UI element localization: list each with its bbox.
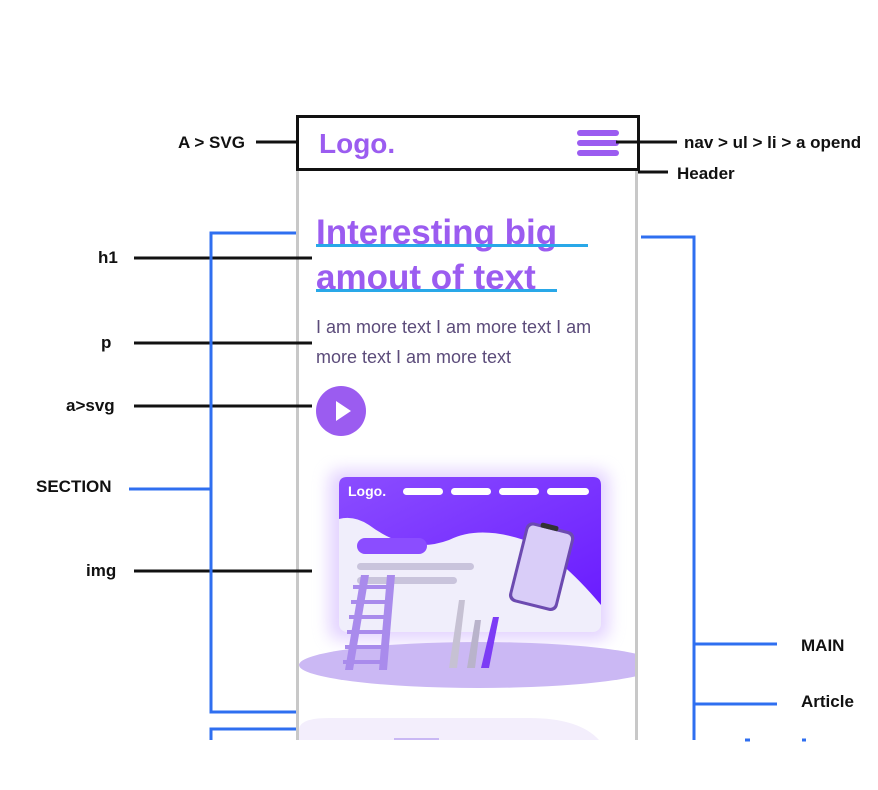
label-a-svg: A > SVG <box>178 133 245 152</box>
hamburger-menu-icon[interactable] <box>577 130 619 156</box>
mockup-header: Logo. <box>296 115 640 171</box>
label-p: p <box>101 333 112 352</box>
label-article: Article <box>801 692 854 711</box>
play-icon[interactable] <box>316 386 366 436</box>
illustration-logo: Logo. <box>348 483 386 499</box>
label-img: img <box>86 561 117 580</box>
next-section-hint <box>299 718 599 740</box>
label-header: Header <box>677 164 735 183</box>
label-main: MAIN <box>801 636 845 655</box>
label-a-svg-play: a>svg <box>66 396 115 415</box>
mockup-paragraph: I am more text I am more text I am more … <box>316 317 592 367</box>
label-section: SECTION <box>36 477 112 496</box>
logo-link[interactable]: Logo. <box>319 128 396 159</box>
label-h1: h1 <box>98 248 118 267</box>
label-nav: nav > ul > li > a opend <box>684 133 862 152</box>
headline-underline-1 <box>316 244 588 247</box>
headline-underline-2 <box>316 289 557 292</box>
hero-illustration: Logo. <box>299 470 635 688</box>
